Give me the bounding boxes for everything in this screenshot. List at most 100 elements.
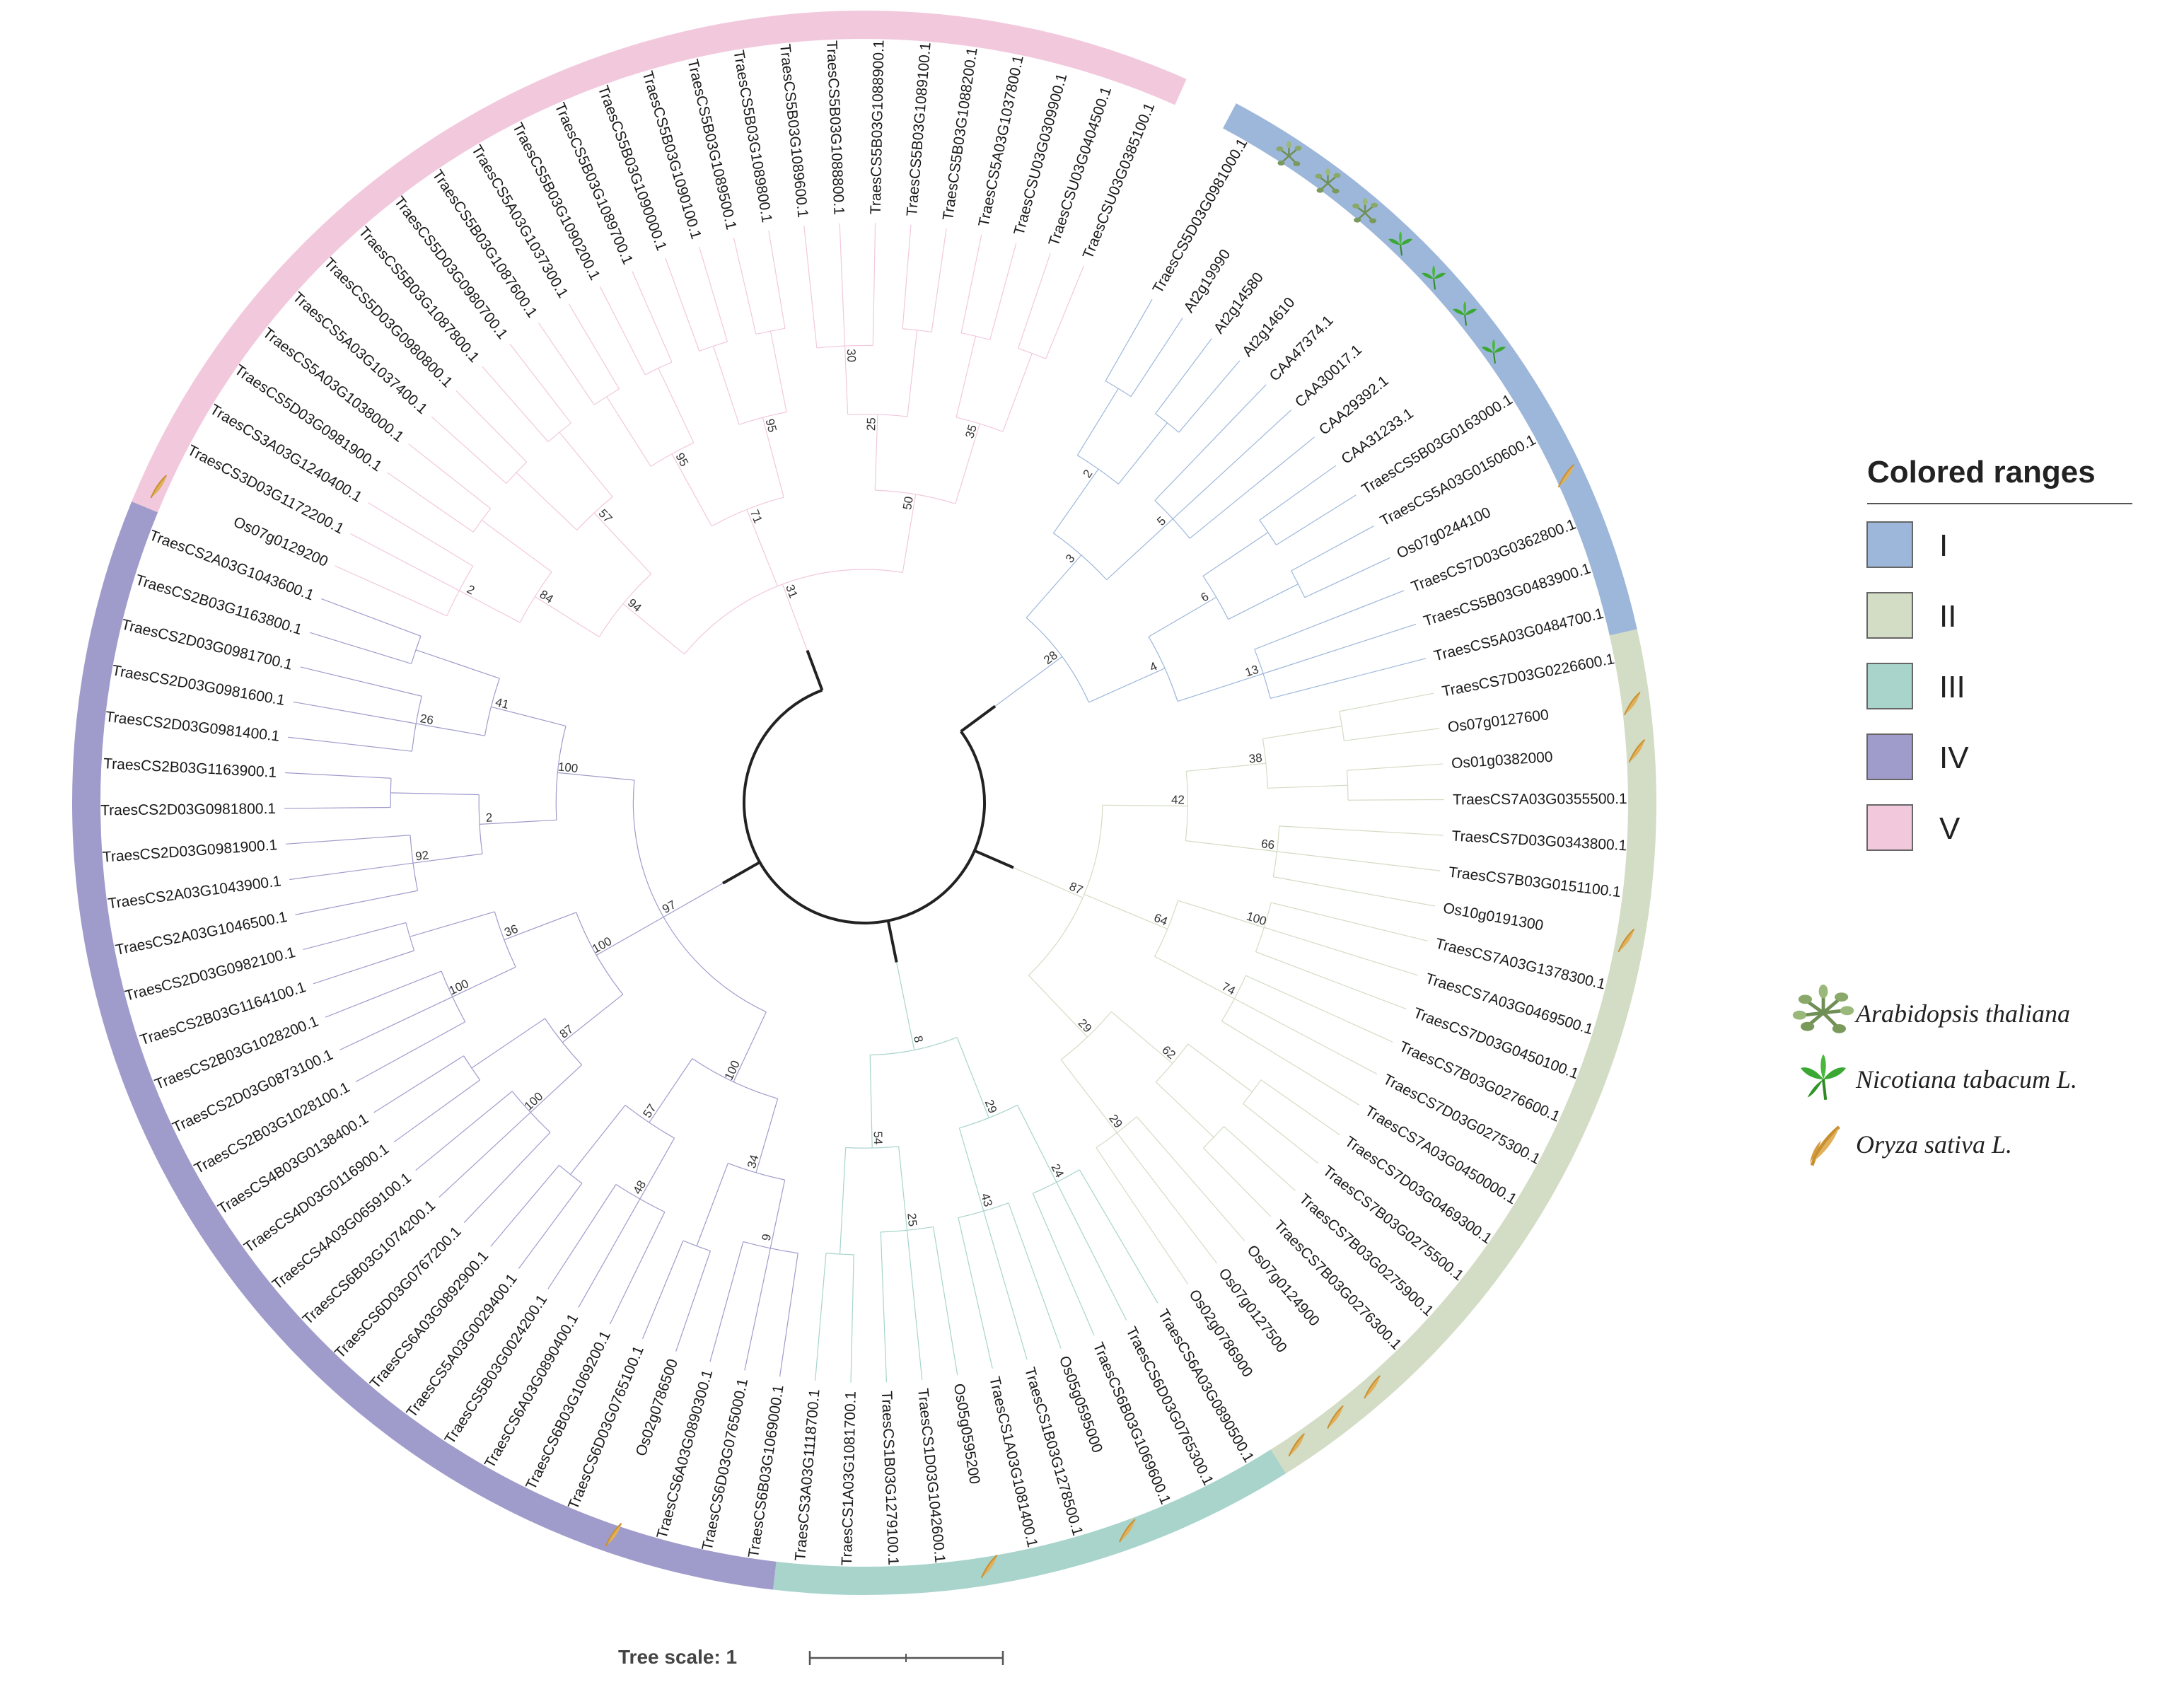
- tree-branch: [644, 361, 673, 376]
- tree-branch: [411, 636, 422, 664]
- legend-swatch-IV: [1866, 733, 1913, 780]
- tree-branch: [1172, 410, 1291, 520]
- tree-branch: [1154, 384, 1267, 501]
- tree-branch: [1052, 468, 1099, 534]
- leaf-label: TraesCS5A03G0150600.1: [1378, 431, 1539, 529]
- leaf-label: TraesCS5B03G1090200.1: [509, 120, 603, 283]
- tree-branch: [1060, 1059, 1117, 1133]
- bootstrap-value: 87: [1067, 879, 1085, 897]
- tree-branch: [416, 723, 485, 736]
- bootstrap-value: 100: [590, 934, 614, 956]
- tree-branch: [649, 1058, 693, 1123]
- leaf-label: TraesCS3A03G1118700.1: [792, 1388, 823, 1562]
- tree-branch: [1260, 1079, 1340, 1136]
- tree-branch: [839, 223, 846, 347]
- leaf-labels: TraesCS5D03G0981000.1At2g19990At2g14580A…: [100, 40, 1627, 1565]
- bootstrap-value: 74: [1219, 980, 1238, 998]
- leaf-label: TraesCS1A03G1081700.1: [839, 1391, 859, 1566]
- tree-branch: [412, 853, 483, 864]
- tree-branch: [1347, 763, 1444, 771]
- tree-branch: [1221, 1021, 1360, 1106]
- tree-branch: [557, 772, 635, 781]
- bootstrap-support-labels: 2536134283866421007464622929872443292554…: [414, 349, 1275, 1242]
- tree-branch: [606, 396, 651, 467]
- tree-branch: [665, 257, 700, 352]
- tree-branch: [289, 862, 414, 881]
- leaf-label: TraesCS7D03G0226600.1: [1441, 651, 1616, 700]
- bootstrap-value: 29: [1106, 1112, 1125, 1131]
- tree-branch: [415, 649, 500, 679]
- tree-branch: [733, 1011, 767, 1082]
- leaf-label: TraesCS6B03G1069000.1: [745, 1384, 787, 1559]
- tree-branch: [1273, 876, 1436, 907]
- bootstrap-value: 25: [905, 1212, 919, 1227]
- tree-branch: [1291, 526, 1374, 572]
- leaf-label: TraesCS3A03G1240400.1: [207, 401, 365, 505]
- tree-branch: [350, 533, 460, 591]
- tree-branch: [658, 368, 695, 443]
- tree-branch: [896, 962, 915, 1050]
- tree-branch: [931, 228, 947, 332]
- tree-branch: [482, 366, 549, 443]
- tree-branch: [491, 706, 567, 727]
- bootstrap-value: 64: [1152, 911, 1170, 929]
- bootstrap-value: 62: [1159, 1043, 1178, 1062]
- tree-branch: [555, 726, 567, 820]
- tree-branch: [481, 519, 552, 573]
- tree-branch: [816, 344, 873, 349]
- legend-swatch-III: [1866, 663, 1913, 709]
- leaf-label: TraesCS6D03G0765100.1: [565, 1344, 647, 1512]
- leaf-label: TraesCS2B03G1163900.1: [103, 755, 277, 781]
- tree-branch: [682, 1240, 711, 1252]
- tree-branch: [431, 416, 507, 484]
- tree-branch: [1272, 825, 1280, 877]
- leaf-label: Os05g0595200: [951, 1382, 983, 1485]
- tree-branch: [768, 231, 786, 329]
- tree-branch: [844, 345, 849, 415]
- bootstrap-value: 95: [763, 417, 779, 434]
- bootstrap-value: 87: [557, 1022, 576, 1041]
- bootstrap-value: 5: [1154, 514, 1168, 528]
- tree-branch: [1255, 951, 1407, 1010]
- bootstrap-value: 54: [871, 1131, 885, 1144]
- tree-branch: [471, 1018, 545, 1069]
- leaf-label: TraesCS7A03G0355500.1: [1453, 791, 1627, 808]
- tree-branch: [1116, 1132, 1218, 1264]
- tree-branch: [321, 598, 422, 637]
- arabidopsis-marker-icon: [1352, 198, 1378, 224]
- tree-branch: [746, 509, 778, 586]
- leaf-label: TraesCS5D03G0981000.1: [1149, 136, 1250, 296]
- rice-marker-icon: [1327, 1405, 1344, 1429]
- tree-branch: [956, 1037, 989, 1118]
- bootstrap-value: 84: [538, 588, 556, 606]
- tree-branch: [933, 1226, 958, 1376]
- bootstrap-value: 35: [963, 423, 980, 440]
- tree-branch: [1259, 520, 1277, 545]
- tree-branch: [815, 1253, 827, 1381]
- tree-branch: [568, 303, 620, 390]
- tree-branch: [455, 390, 528, 463]
- tree-branch: [284, 806, 391, 809]
- tree-branch: [622, 603, 685, 655]
- tree-branch: [1264, 927, 1419, 976]
- tree-branch: [576, 496, 613, 530]
- bootstrap-value: 36: [503, 922, 520, 939]
- tobacco-marker-icon: [1453, 301, 1477, 326]
- arabidopsis-marker-icon: [1315, 168, 1341, 194]
- tree-branch: [615, 1183, 666, 1213]
- tree-branch: [1339, 692, 1434, 712]
- tree-branch: [452, 966, 516, 997]
- bootstrap-value: 2: [1081, 467, 1096, 480]
- bootstrap-value: 25: [864, 417, 878, 431]
- leaf-label: TraesCS2B03G1028100.1: [192, 1079, 352, 1178]
- bootstrap-value: 2: [485, 811, 493, 824]
- tree-branch: [850, 1254, 854, 1383]
- leaf-label: TraesCS1B03G1279100.1: [878, 1391, 901, 1565]
- tree-branch: [1106, 518, 1173, 581]
- tree-branch: [663, 883, 724, 918]
- tree-branch: [1243, 1079, 1262, 1104]
- tree-branch: [1130, 318, 1183, 397]
- tree-branch: [479, 819, 557, 825]
- leaf-label: TraesCS2D03G0873100.1: [170, 1047, 335, 1136]
- leaf-label: TraesCS2D03G0981400.1: [105, 709, 281, 745]
